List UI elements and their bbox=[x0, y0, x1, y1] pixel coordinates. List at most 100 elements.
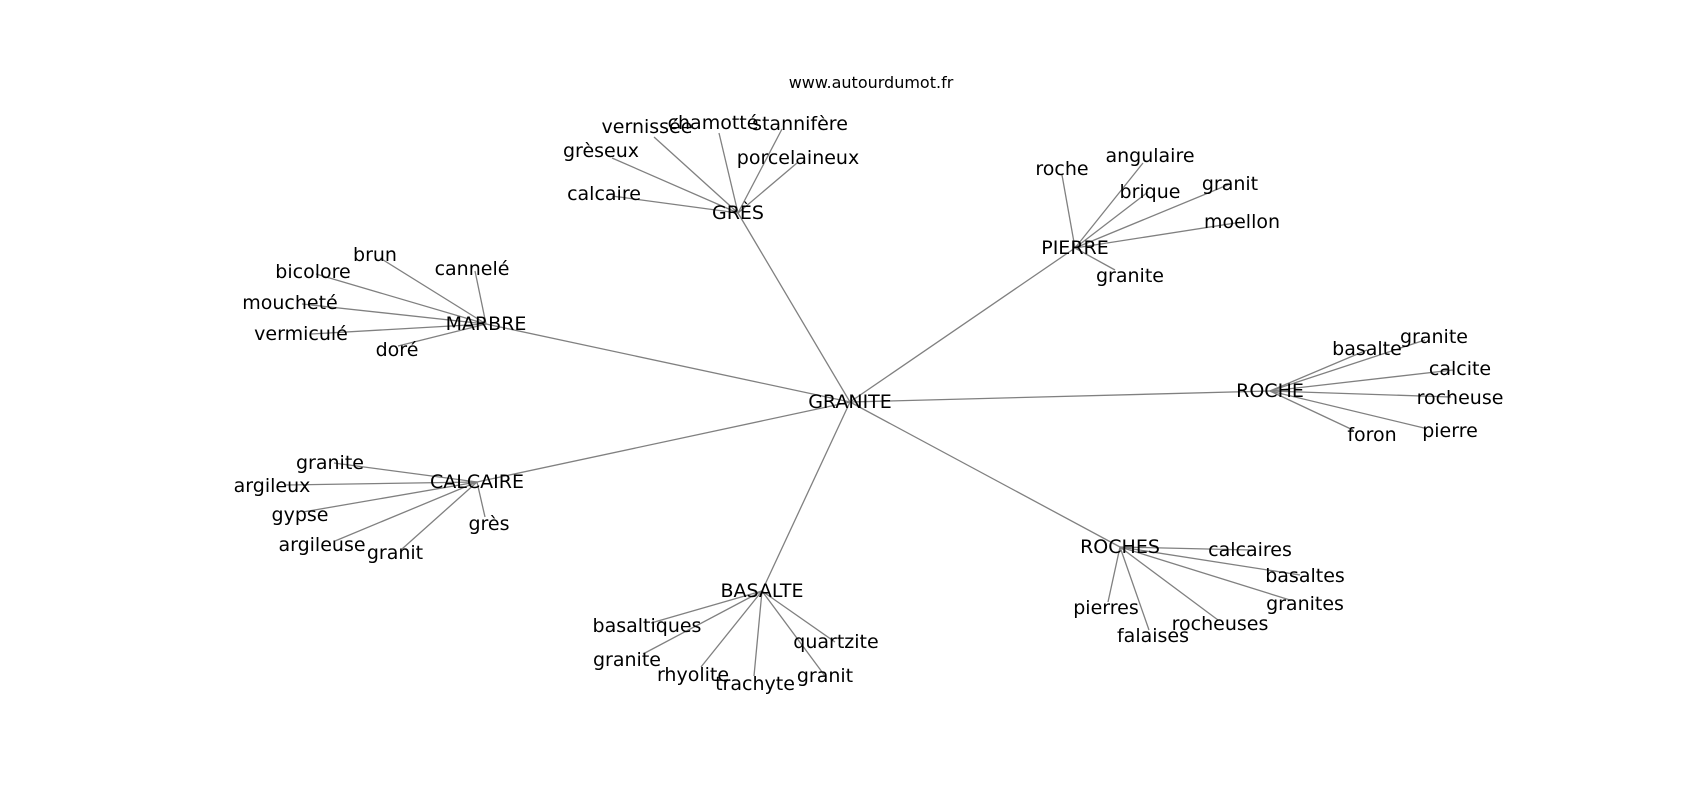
edge-roche-rocheuse bbox=[1269, 390, 1452, 398]
edge-roches-basaltes bbox=[1119, 546, 1301, 576]
edge-pierre-roche bbox=[1061, 174, 1076, 249]
node-basalte-trachyte[interactable]: trachyte bbox=[715, 673, 795, 695]
edge-calcaire-granit bbox=[401, 481, 478, 550]
node-calcaire-gypse[interactable]: gypse bbox=[272, 504, 329, 526]
edge-basalte-quartzite bbox=[761, 590, 836, 643]
node-marbre-bicolore[interactable]: bicolore bbox=[275, 261, 350, 283]
edge-granite-roches bbox=[849, 401, 1121, 548]
edge-gres-calcaire bbox=[611, 195, 739, 214]
node-calcaire-granite[interactable]: granite bbox=[296, 452, 364, 474]
node-basalte-granite[interactable]: granite bbox=[593, 649, 661, 671]
node-gres-chamotte[interactable]: chamotté bbox=[668, 112, 759, 134]
edge-roche-basalte bbox=[1269, 349, 1368, 392]
node-roches-calcaires[interactable]: calcaires bbox=[1208, 539, 1292, 561]
node-basalte-quartzite[interactable]: quartzite bbox=[793, 631, 878, 653]
node-roches-granites[interactable]: granites bbox=[1266, 593, 1344, 615]
watermark-text: www.autourdumot.fr bbox=[789, 73, 954, 92]
node-hub-roches[interactable]: ROCHES bbox=[1080, 536, 1160, 558]
node-marbre-brun[interactable]: brun bbox=[353, 244, 397, 266]
edge-gres-vernissee bbox=[653, 136, 739, 214]
node-hub-gres[interactable]: GRÈS bbox=[712, 201, 764, 224]
edge-gres-chamotte bbox=[718, 132, 739, 214]
edge-basalte-granit bbox=[761, 590, 826, 677]
edge-gres-greseux bbox=[611, 157, 739, 214]
edge-basalte-rhyolite bbox=[700, 590, 763, 668]
node-roche-pierre[interactable]: pierre bbox=[1422, 420, 1478, 442]
edge-marbre-vermicule bbox=[310, 323, 487, 335]
edge-granite-roche bbox=[849, 390, 1271, 403]
edge-calcaire-gres bbox=[476, 481, 486, 518]
node-basalte-granit[interactable]: granit bbox=[797, 665, 853, 687]
edge-gres-porcelaineux bbox=[737, 162, 798, 214]
edge-basalte-granite bbox=[642, 590, 763, 655]
node-hub-roche[interactable]: ROCHE bbox=[1236, 380, 1304, 402]
node-basalte-basaltiques[interactable]: basaltiques bbox=[593, 615, 702, 637]
node-roche-rocheuse[interactable]: rocheuse bbox=[1417, 387, 1504, 409]
node-gres-vernissee[interactable]: vernissée bbox=[602, 116, 693, 138]
node-roche-granite[interactable]: granite bbox=[1400, 326, 1468, 348]
edge-marbre-bicolore bbox=[315, 273, 487, 325]
edge-granite-basalte bbox=[761, 401, 851, 592]
node-roches-rocheuses[interactable]: rocheuses bbox=[1172, 613, 1269, 635]
node-calcaire-argileux[interactable]: argileux bbox=[234, 475, 311, 497]
node-pierre-roche[interactable]: roche bbox=[1035, 158, 1088, 180]
node-pierre-moellon[interactable]: moellon bbox=[1204, 211, 1280, 233]
node-pierre-granite[interactable]: granite bbox=[1096, 265, 1164, 287]
edge-gres-stannifere bbox=[737, 128, 783, 214]
node-pierre-granit[interactable]: granit bbox=[1202, 173, 1258, 195]
edge-marbre-mouchete bbox=[301, 303, 487, 325]
node-hub-calcaire[interactable]: CALCAIRE bbox=[430, 471, 524, 493]
node-pierre-brique[interactable]: brique bbox=[1120, 181, 1181, 203]
edge-calcaire-granite bbox=[333, 462, 478, 483]
edge-basalte-basaltiques bbox=[650, 590, 763, 624]
edge-granite-calcaire bbox=[476, 401, 851, 483]
edge-basalte-trachyte bbox=[753, 590, 763, 677]
edge-pierre-angulaire bbox=[1074, 162, 1144, 249]
edge-roches-granites bbox=[1119, 546, 1291, 601]
edge-pierre-brique bbox=[1074, 191, 1149, 249]
edge-roches-pierres bbox=[1107, 546, 1121, 603]
node-roche-basalte[interactable]: basalte bbox=[1332, 338, 1402, 360]
edge-calcaire-argileux bbox=[285, 481, 478, 486]
edge-calcaire-gypse bbox=[302, 481, 478, 513]
node-roche-foron[interactable]: foron bbox=[1347, 424, 1396, 446]
node-roche-calcite[interactable]: calcite bbox=[1429, 358, 1491, 380]
node-hub-marbre[interactable]: MARBRE bbox=[446, 313, 527, 335]
node-gres-greseux[interactable]: grèseux bbox=[563, 140, 639, 162]
edge-pierre-granit bbox=[1074, 183, 1231, 249]
node-calcaire-argileuse[interactable]: argileuse bbox=[278, 534, 365, 556]
edge-granite-pierre bbox=[849, 247, 1076, 403]
edge-calcaire-argileuse bbox=[334, 481, 478, 542]
node-center-granite[interactable]: GRANITE bbox=[808, 391, 892, 413]
node-marbre-vermicule[interactable]: vermiculé bbox=[254, 323, 348, 345]
edge-marbre-brun bbox=[379, 257, 487, 325]
edge-marbre-dore bbox=[397, 323, 487, 347]
node-roches-falaises[interactable]: falaises bbox=[1117, 625, 1189, 647]
node-roches-basaltes[interactable]: basaltes bbox=[1265, 565, 1345, 587]
node-marbre-cannele[interactable]: cannelé bbox=[435, 258, 510, 280]
edge-roche-calcite bbox=[1269, 369, 1454, 392]
edge-marbre-cannele bbox=[474, 270, 487, 325]
node-marbre-mouchete[interactable]: moucheté bbox=[242, 292, 338, 314]
node-marbre-dore[interactable]: doré bbox=[376, 339, 419, 361]
node-basalte-rhyolite[interactable]: rhyolite bbox=[657, 664, 729, 686]
node-gres-calcaire[interactable]: calcaire bbox=[567, 183, 641, 205]
edge-pierre-moellon bbox=[1074, 221, 1243, 249]
edge-pierre-granite bbox=[1074, 247, 1116, 271]
node-pierre-angulaire[interactable]: angulaire bbox=[1105, 145, 1194, 167]
edge-roche-pierre bbox=[1269, 390, 1425, 429]
edges-layer bbox=[285, 128, 1454, 677]
node-gres-stannifere[interactable]: stannifère bbox=[752, 113, 848, 135]
edge-roche-granite bbox=[1269, 339, 1426, 392]
node-calcaire-gres[interactable]: grès bbox=[468, 513, 509, 535]
node-roches-pierres[interactable]: pierres bbox=[1073, 597, 1139, 619]
edge-granite-gres bbox=[737, 212, 851, 403]
edge-roches-falaises bbox=[1119, 546, 1150, 631]
node-gres-porcelaineux[interactable]: porcelaineux bbox=[737, 147, 859, 169]
node-calcaire-granit[interactable]: granit bbox=[367, 542, 423, 564]
edge-roches-rocheuses bbox=[1119, 546, 1219, 621]
node-hub-basalte[interactable]: BASALTE bbox=[720, 580, 803, 602]
node-hub-pierre[interactable]: PIERRE bbox=[1041, 237, 1108, 259]
